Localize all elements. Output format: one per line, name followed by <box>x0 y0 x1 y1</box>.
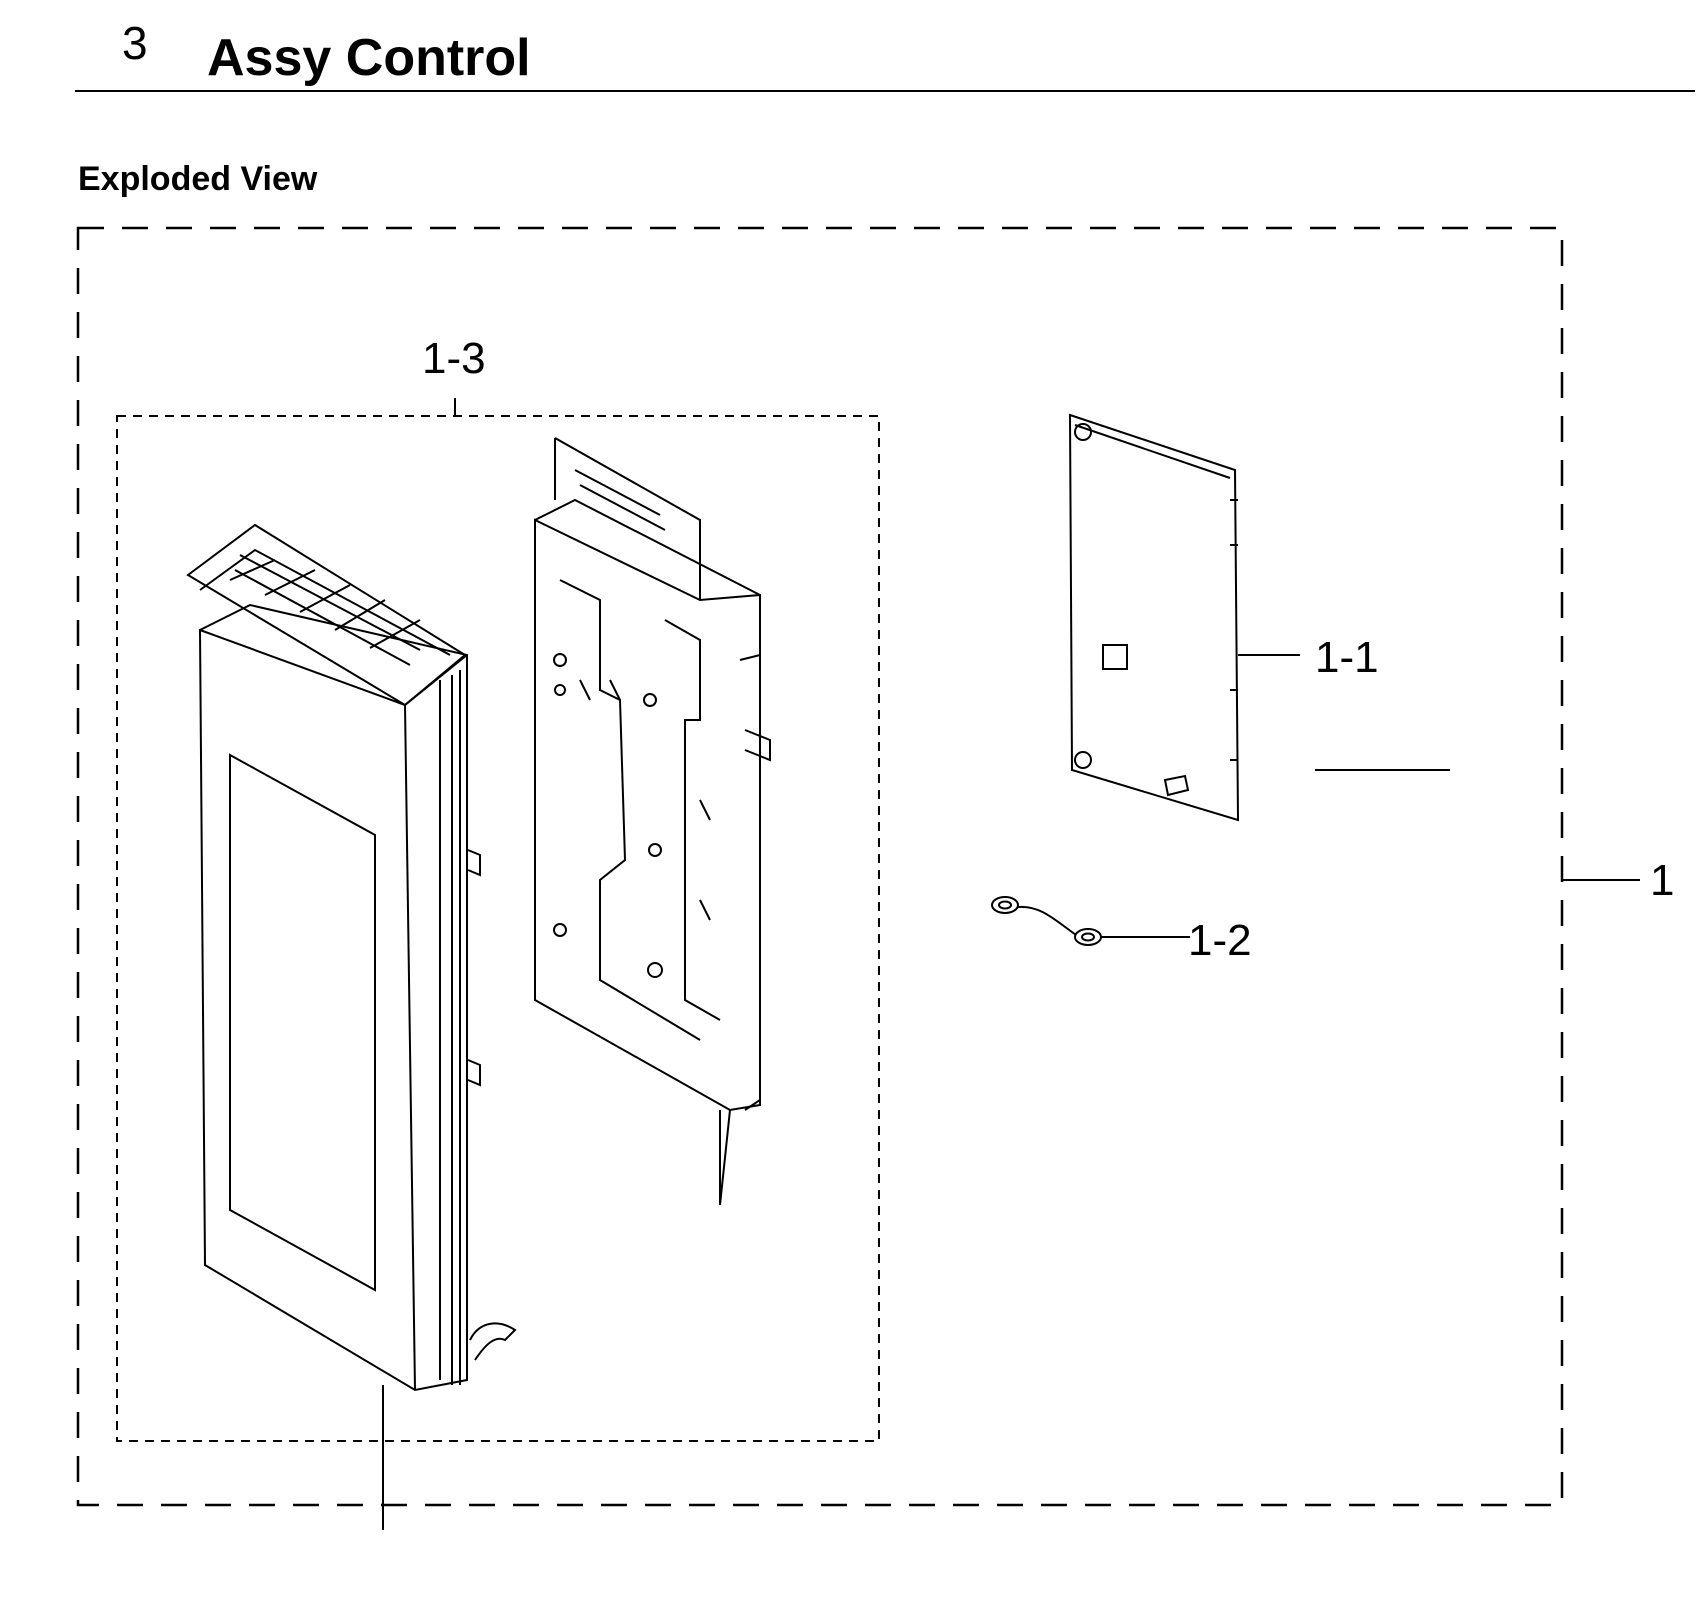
pcb-board <box>1068 413 1240 822</box>
assembly-boundary <box>76 226 1564 1507</box>
panel-group-boundary <box>116 415 880 1442</box>
section-number: 3 <box>122 17 148 69</box>
title-rule <box>75 90 1695 92</box>
ground-wire <box>991 896 1102 946</box>
section-title: Assy Control <box>207 29 531 87</box>
callout-assembly: 1 <box>1650 856 1674 905</box>
callout-pcb: 1-1 <box>1315 633 1379 682</box>
callout-panel-group: 1-3 <box>422 334 486 383</box>
control-bracket <box>534 437 771 1206</box>
control-panel-front <box>186 523 517 1392</box>
view-subtitle: Exploded View <box>78 160 318 198</box>
callout-wire: 1-2 <box>1188 916 1252 965</box>
